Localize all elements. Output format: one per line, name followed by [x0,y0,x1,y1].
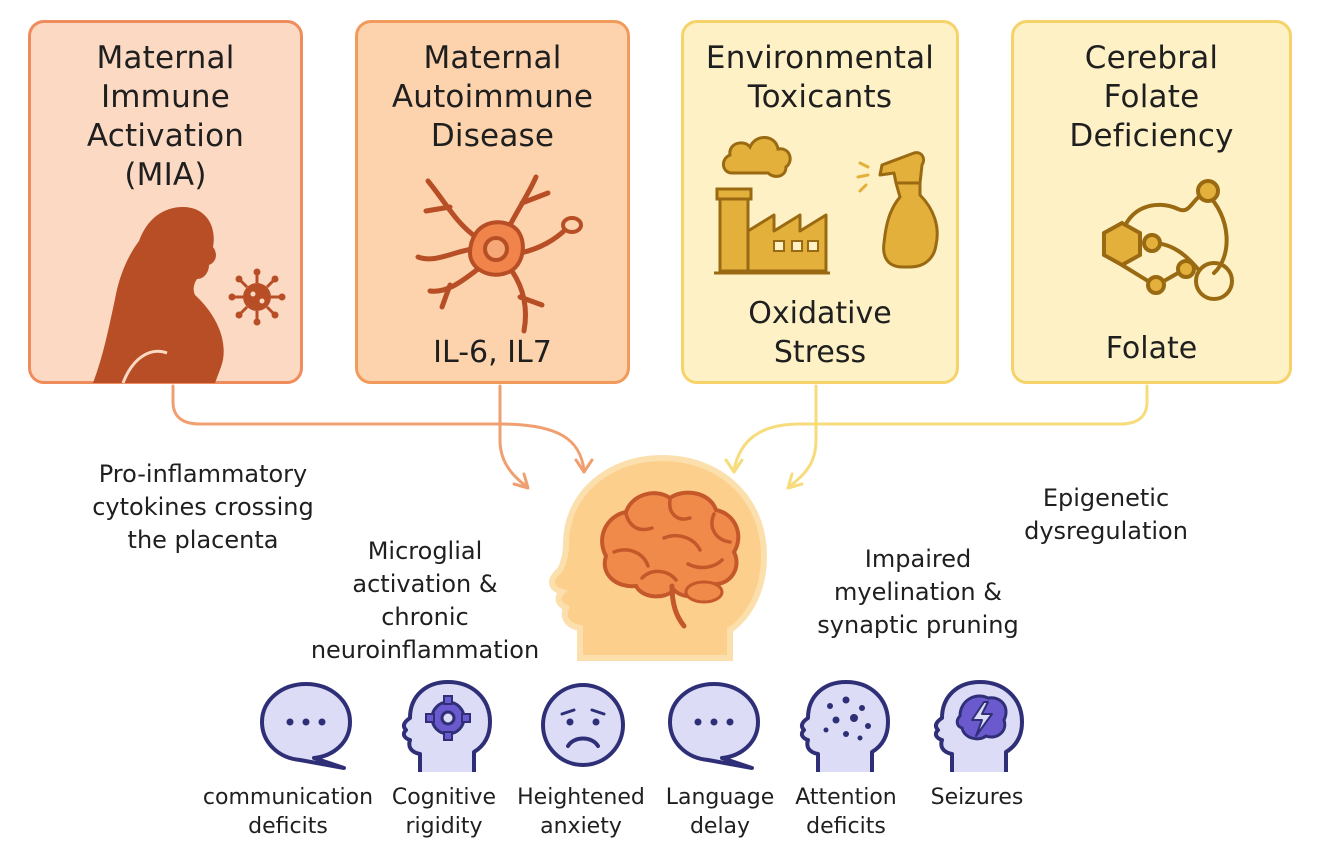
source-box-toxicants: Environmental Toxicants Oxidative Stress [681,20,959,384]
source-subtitle-autoimmune: IL-6, IL7 [433,335,552,370]
pregnant-woman-virus-icon [93,207,286,384]
worried-face-icon [541,683,625,767]
arrow-autoimmune [498,384,528,488]
arrow-folate [732,384,1149,472]
mechanism-epigenetic: Epigenetic dysregulation [1024,484,1188,545]
source-title-folate: Cerebral Folate Deficiency [1069,40,1234,154]
source-subtitle-toxicants: Oxidative Stress [748,296,892,370]
molecule-icon [1102,179,1234,301]
source-box-folate: Cerebral Folate Deficiency Folate [1011,20,1292,384]
source-title-autoimmune: Maternal Autoimmune Disease [391,40,594,154]
source-title-mia: Maternal Immune Activation (MIA) [86,40,245,193]
mechanism-microglia: Microglial activation & chronic neuroinf… [310,537,540,664]
neuron-icon [415,174,583,334]
outcome-label-communication: communication deficits [202,785,374,839]
outcome-label-seizures: Seizures [930,785,1024,810]
source-box-mia: Maternal Immune Activation (MIA) [28,20,303,384]
outcome-label-language: Language delay [665,785,775,839]
mechanism-myelination: Impaired myelination & synaptic pruning [817,545,1019,639]
source-box-autoimmune: Maternal Autoimmune Disease IL-6, IL7 [355,20,630,384]
factory-spray-icon [714,136,939,275]
speech-bubble-icon [668,682,760,770]
speech-bubble-icon [260,682,352,770]
source-title-toxicants: Environmental Toxicants [705,40,935,115]
arrow-toxicants [788,384,818,488]
head-gear-icon [401,680,492,772]
brain-head-icon [549,454,768,661]
head-dots-icon [799,680,890,772]
outcome-label-attention: Attention deficits [795,785,897,839]
outcome-label-anxiety: Heightened anxiety [517,785,645,839]
head-lightning-icon [933,680,1024,772]
mechanism-cytokines: Pro-inflammatory cytokines crossing the … [92,460,314,554]
source-subtitle-folate: Folate [1105,331,1198,366]
outcome-label-rigidity: Cognitive rigidity [391,785,497,839]
